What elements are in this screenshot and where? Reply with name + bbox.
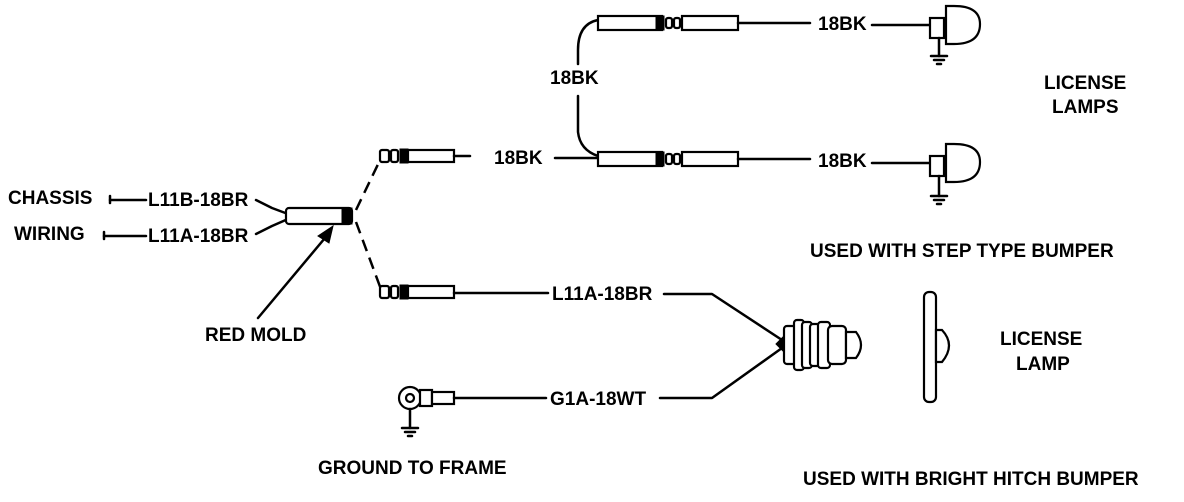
eyelet-sleeve [430, 390, 456, 406]
chassis-label: CHASSIS [8, 188, 92, 209]
connector-body [680, 150, 740, 168]
eyelet-crimp [418, 388, 434, 408]
wire-18bk-top-label: 18BK [818, 14, 867, 35]
red-mold-arrowhead [317, 224, 334, 244]
wire-18bk-bottom-label: 18BK [818, 151, 867, 172]
terminal-collar [655, 151, 665, 167]
wire-l11b-to-mold [254, 198, 290, 216]
wire-18bk-left-label: 18BK [494, 148, 543, 169]
used-hitch-bumper-label: USED WITH BRIGHT HITCH BUMPER [803, 469, 1139, 490]
g1a-18wt-label: G1A-18WT [550, 389, 646, 410]
upper-branch-connector [378, 148, 472, 164]
wire-18bk-vertical-top [576, 18, 600, 66]
lamp-socket [928, 154, 946, 178]
ground-eyelet-icon [397, 385, 548, 438]
license-lamp-bottom-icon [928, 142, 982, 206]
chassis-wiring-inputs: CHASSIS WIRING L11B-18BR L11A-18BR [8, 188, 290, 247]
lamp-socket-icon [775, 318, 863, 372]
connector-body [680, 14, 740, 32]
terminal [672, 16, 682, 30]
top-lamp-connector: 18BK [596, 14, 932, 35]
wire-18bk-upper-label: 18BK [550, 68, 599, 89]
socket-body [826, 324, 848, 366]
terminal [672, 152, 682, 166]
connector-body [406, 284, 456, 300]
terminal-collar [655, 15, 665, 31]
red-mold-cap [341, 207, 353, 225]
connector-body [406, 148, 456, 164]
wire-g1a-to-socket [658, 346, 784, 400]
license-lamps-label-line2: LAMPS [1052, 97, 1119, 118]
terminal-collar [399, 284, 409, 300]
terminal [378, 284, 391, 300]
socket-bulb [844, 330, 863, 360]
eyelet-hole [404, 392, 416, 404]
license-lamps-label-line1: LICENSE [1044, 73, 1126, 94]
used-step-bumper-label: USED WITH STEP TYPE BUMPER [810, 241, 1114, 262]
bottom-lamp-connector: 18BK [596, 150, 932, 172]
wire-18bk-vertical-bottom [576, 94, 600, 158]
terminal [664, 152, 674, 166]
wire-l11a-to-mold [254, 217, 290, 236]
lamp-lens [944, 142, 982, 184]
l11b-18br-label: L11B-18BR [148, 190, 249, 211]
dashed-branch-upper [354, 155, 384, 211]
connector-body [596, 14, 664, 32]
wiring-label: WIRING [14, 224, 85, 245]
terminal [389, 148, 400, 164]
lamp-housing [922, 290, 938, 404]
license-lamp-top-icon [928, 4, 982, 66]
license-lamp-label-line1: LICENSE [1000, 329, 1082, 350]
connector-body [596, 150, 664, 168]
red-mold-label: RED MOLD [205, 325, 306, 346]
red-mold-connector: RED MOLD [205, 206, 354, 346]
lower-branch-connector [378, 284, 550, 300]
terminal [389, 284, 400, 300]
terminal-collar [399, 148, 409, 164]
license-lamp-label-line2: LAMP [1016, 354, 1070, 375]
l11a-18br-label-left: L11A-18BR [148, 226, 249, 247]
lamp-lens [934, 328, 951, 364]
dashed-branch-lower [354, 221, 384, 293]
terminal [378, 148, 391, 164]
red-mold-pointer [256, 230, 332, 320]
terminal [664, 16, 674, 30]
wire-l11a-to-socket [662, 292, 784, 342]
lamp-socket [928, 16, 946, 40]
lamp-lens [944, 4, 982, 46]
license-lamp-hitch-icon [922, 290, 951, 404]
ground-to-frame-label: GROUND TO FRAME [318, 458, 507, 479]
l11a-18br-label-right: L11A-18BR [552, 284, 653, 305]
